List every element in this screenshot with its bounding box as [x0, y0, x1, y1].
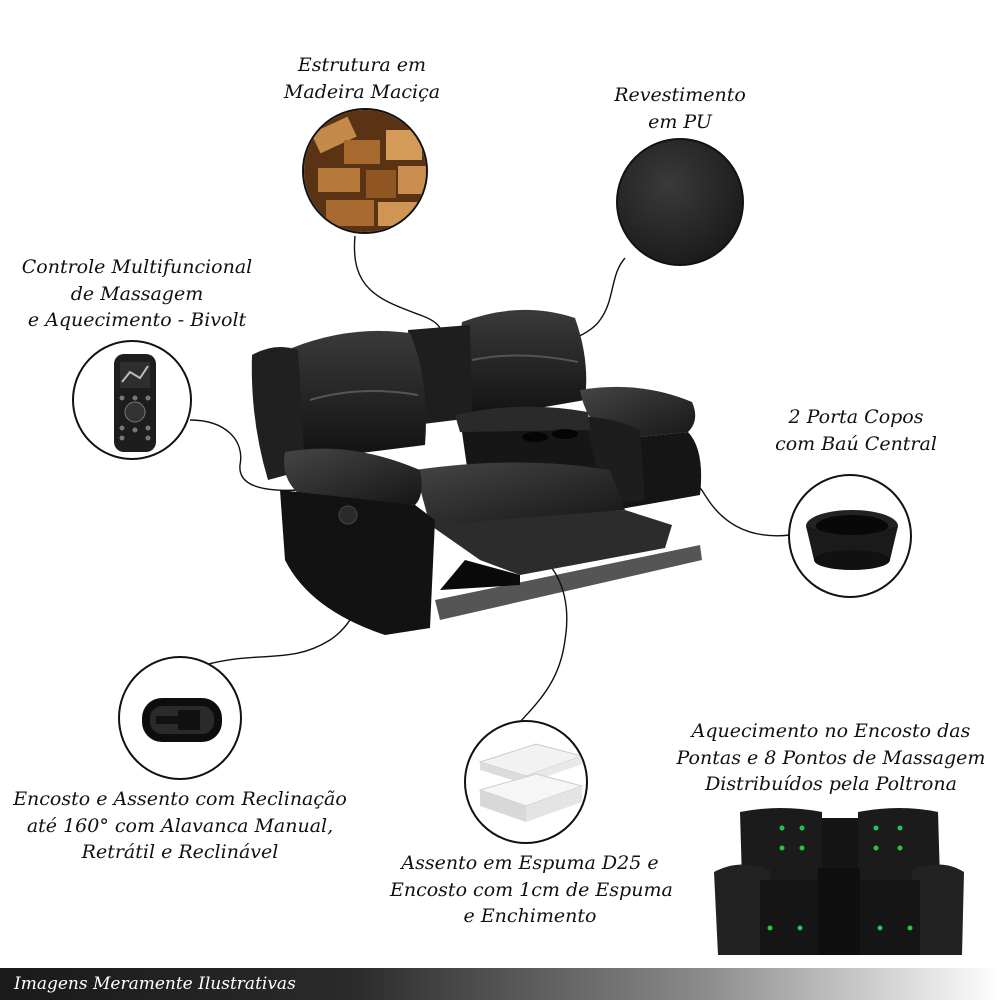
footer-banner: Imagens Meramente Ilustrativas — [0, 968, 1000, 1000]
remote-control-image — [72, 340, 192, 460]
recline-lever-image — [118, 656, 242, 780]
cup-holder-icon — [806, 510, 898, 570]
lever-icon — [142, 698, 222, 742]
massage-points — [767, 825, 913, 931]
foam-image — [464, 720, 588, 844]
wood-structure-image — [302, 108, 428, 234]
wood-icon — [304, 110, 426, 232]
foam-icon — [478, 743, 584, 822]
footer-text: Imagens Meramente Ilustrativas — [14, 974, 296, 994]
remote-icon — [114, 354, 156, 452]
connector-control — [189, 419, 301, 492]
cup-holder-image — [788, 474, 912, 598]
pu-texture-image — [616, 138, 744, 266]
leather-texture-icon — [618, 140, 742, 264]
